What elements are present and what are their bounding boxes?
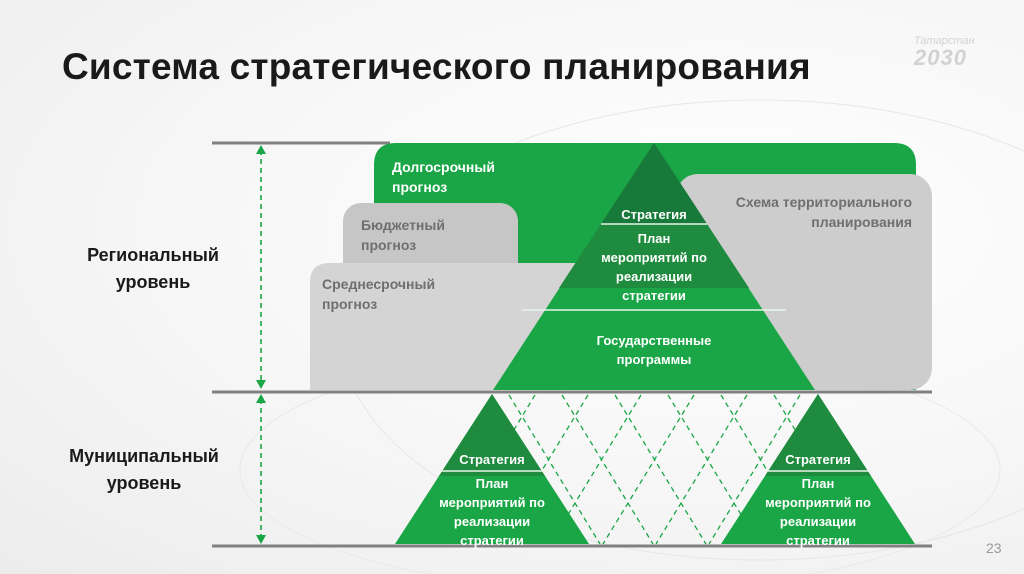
medium-term-forecast-line-2: прогноз [322,296,378,312]
regional-plan-line: мероприятий по [601,250,707,265]
budget-forecast-line-1: Бюджетный [361,217,445,233]
territorial-planning-line-2: планирования [811,214,912,230]
logo-line-1: Татарстан [914,35,975,47]
logo-line-2: 2030 [914,45,967,70]
arrow-head-down [256,380,266,389]
medium-term-forecast-line-1: Среднесрочный [322,276,436,292]
regional-strategy-label: Стратегия [621,207,687,222]
municipal-right-plan-line: реализации [779,514,857,529]
page-number: 23 [986,540,1002,556]
budget-forecast-label: Бюджетный прогноз [361,215,445,255]
municipal-right-strategy-label: Стратегия [785,452,851,467]
arrow-head-up [256,145,266,154]
territorial-planning-label: Схема территориального планирования [700,192,912,232]
regional-pyramid-strategy-tier [601,143,707,224]
arrow-head-up [256,394,266,403]
municipal-left-plan-line: План [475,476,509,491]
regional-level-label: Региональный уровень [58,242,248,296]
state-programs-line: программы [616,352,692,367]
municipal-left-plan-label: План мероприятий по реализации стратегии [417,474,567,550]
municipal-left-strategy-label: Стратегия [459,452,525,467]
municipal-pyramid-right-strategy-tier [765,394,871,476]
state-programs-line: Государственные [596,333,712,348]
long-term-forecast-line-2: прогноз [392,179,448,195]
arrow-head-down [256,535,266,544]
regional-level-line-2: уровень [115,272,191,292]
municipal-right-plan-label: План мероприятий по реализации стратегии [743,474,893,550]
long-term-forecast-line-1: Долгосрочный [392,159,495,175]
regional-level-line-1: Региональный [87,245,219,265]
budget-forecast-line-2: прогноз [361,237,417,253]
municipal-level-label: Муниципальный уровень [44,443,244,497]
regional-plan-line: План [637,231,671,246]
municipal-right-plan-line: План [801,476,835,491]
municipal-level-line-2: уровень [106,473,182,493]
municipal-level-line-1: Муниципальный [69,446,219,466]
municipal-left-plan-line: мероприятий по [439,495,545,510]
regional-plan-line: реализации [615,269,693,284]
regional-plan-line: стратегии [622,288,686,303]
page-title: Система стратегического планирования [62,46,811,87]
municipal-right-plan-line: мероприятий по [765,495,871,510]
municipal-left-plan-line: реализации [453,514,531,529]
municipal-right-plan-line: стратегии [786,533,850,548]
medium-term-forecast-label: Среднесрочный прогноз [322,274,435,314]
long-term-forecast-label: Долгосрочный прогноз [392,157,495,197]
regional-plan-label: План мероприятий по реализации стратегии [574,229,734,305]
municipal-pyramid-left-strategy-tier [439,394,545,476]
tatarstan-2030-logo: Татарстан 2030 [914,36,975,69]
municipal-left-plan-line: стратегии [460,533,524,548]
state-programs-label: Государственные программы [564,331,744,369]
territorial-planning-line-1: Схема территориального [735,194,912,210]
